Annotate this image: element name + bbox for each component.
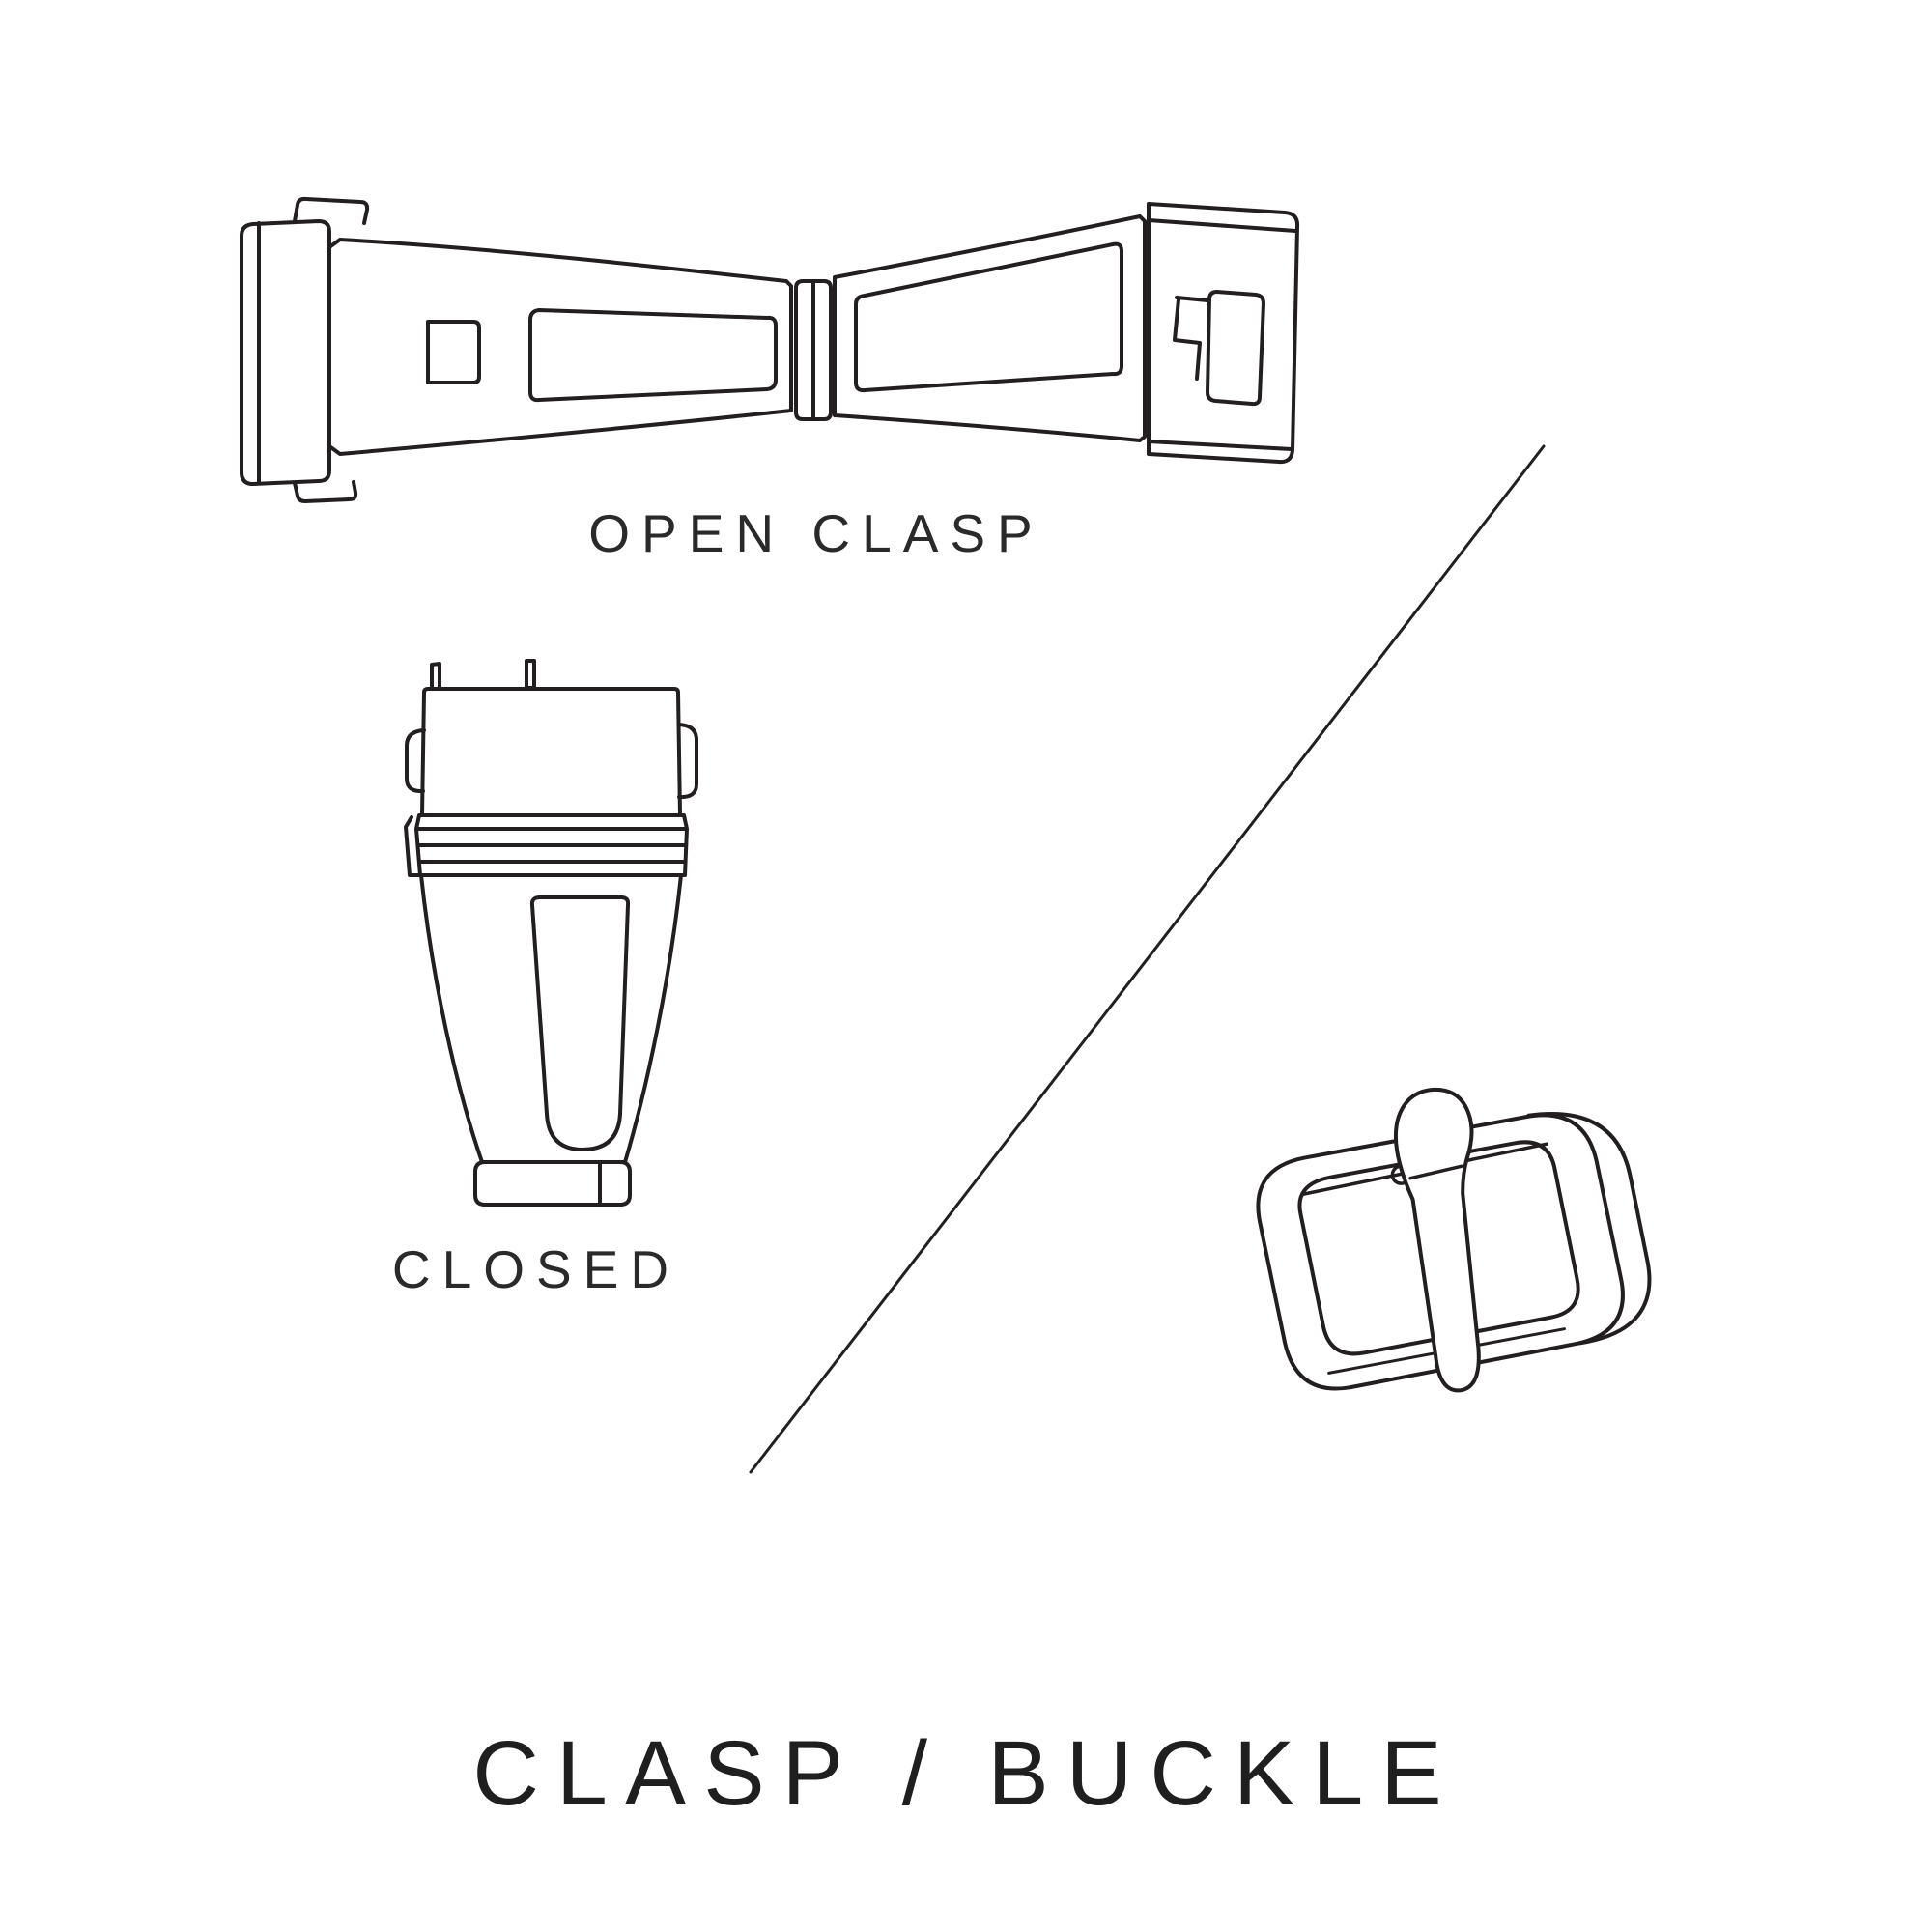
open-clasp-endcap-top-line xyxy=(1147,218,1297,233)
closed-clasp-prong-left xyxy=(430,662,441,691)
open-clasp-left-arm xyxy=(327,238,793,456)
buckle-illustration xyxy=(1256,1087,1652,1393)
closed-clasp-label: CLOSED xyxy=(391,1239,681,1299)
open-clasp-right-endcap xyxy=(1147,202,1300,465)
open-clasp-top-tab xyxy=(293,196,370,225)
closed-clasp-top-cover xyxy=(420,687,682,817)
open-clasp-illustration xyxy=(240,196,1300,503)
buckle-right-roll-contour xyxy=(1526,1112,1652,1346)
closed-clasp-body-inner-outline xyxy=(529,895,631,1151)
closed-clasp-prong-right xyxy=(525,659,536,690)
open-clasp-release-hook xyxy=(1173,296,1209,381)
buckle-spring-bar-left xyxy=(1300,1171,1406,1197)
open-clasp-left-endlink xyxy=(240,219,331,486)
closed-clasp-illustration xyxy=(404,659,698,1207)
closed-clasp-body xyxy=(419,873,683,1164)
buckle-spring-bar-right xyxy=(1466,1142,1548,1162)
buckle-tang xyxy=(1393,1087,1481,1393)
closed-clasp-band-left-flap xyxy=(404,815,422,877)
open-clasp-endcap-bottom-line xyxy=(1147,440,1293,451)
open-clasp-left-arm-inner-outline xyxy=(528,308,778,403)
open-clasp-right-arm xyxy=(833,214,1147,442)
closed-clasp-foot-bar xyxy=(473,1160,632,1207)
open-clasp-bottom-tab xyxy=(293,480,358,503)
open-clasp-label: OPEN CLASP xyxy=(588,503,1044,563)
buckle-inner-opening xyxy=(1297,1140,1580,1356)
open-clasp-right-arm-inner-outline xyxy=(854,242,1123,393)
diagram-title: CLASP / BUCKLE xyxy=(472,1722,1460,1825)
diagonal-divider-line xyxy=(749,444,1546,1474)
buckle-tang-fold-line xyxy=(1408,1164,1463,1180)
closed-clasp-side-bump-right xyxy=(677,723,698,800)
open-clasp-catch-slot xyxy=(426,320,481,384)
open-clasp-endcap-slot xyxy=(1206,290,1265,407)
closed-clasp-side-bump-left xyxy=(405,728,426,794)
